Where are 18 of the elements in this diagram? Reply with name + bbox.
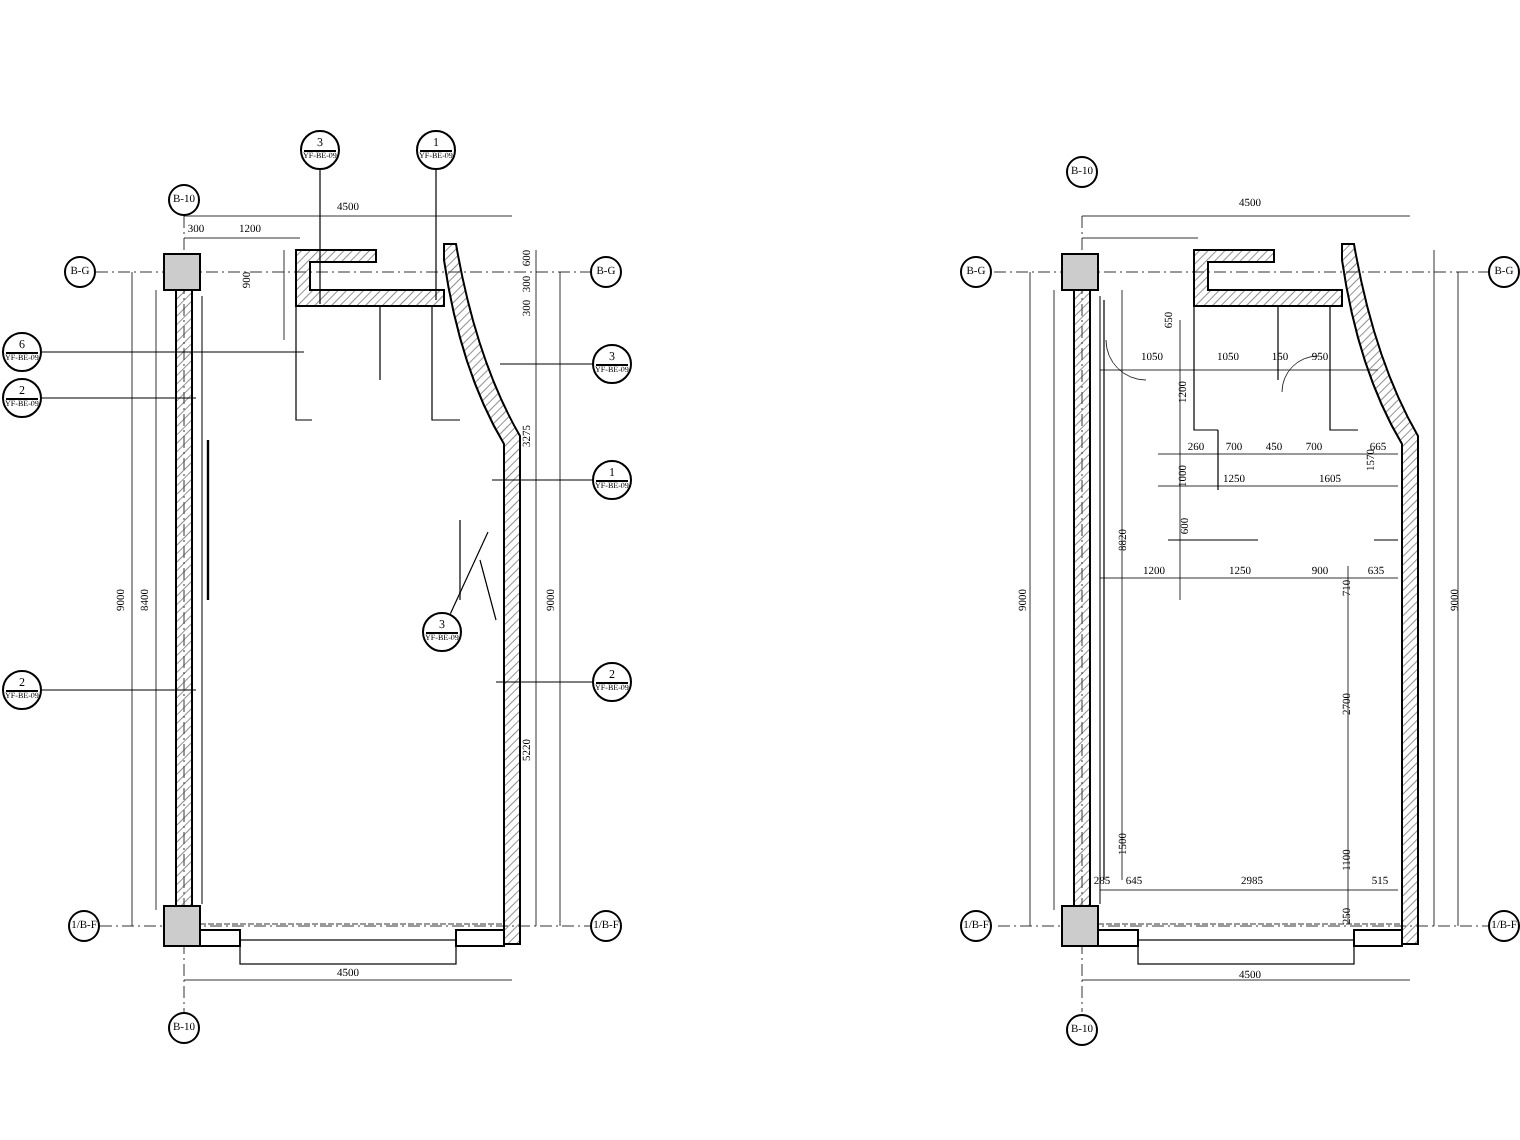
leader-line <box>319 169 321 305</box>
leader-line <box>41 397 197 399</box>
section-marker <box>2 332 42 372</box>
section-marker <box>592 344 632 384</box>
section-marker <box>2 378 42 418</box>
leader-line <box>41 689 197 691</box>
floor-plan-drawing <box>163 243 521 965</box>
leader-line <box>491 479 593 481</box>
leader-line <box>41 351 305 353</box>
leader-line <box>499 363 593 365</box>
section-marker <box>592 662 632 702</box>
leader-line <box>495 681 593 683</box>
section-marker <box>300 130 340 170</box>
section-marker <box>2 670 42 710</box>
leader-line <box>449 531 489 615</box>
section-marker <box>416 130 456 170</box>
section-marker <box>592 460 632 500</box>
leader-line <box>435 169 437 301</box>
